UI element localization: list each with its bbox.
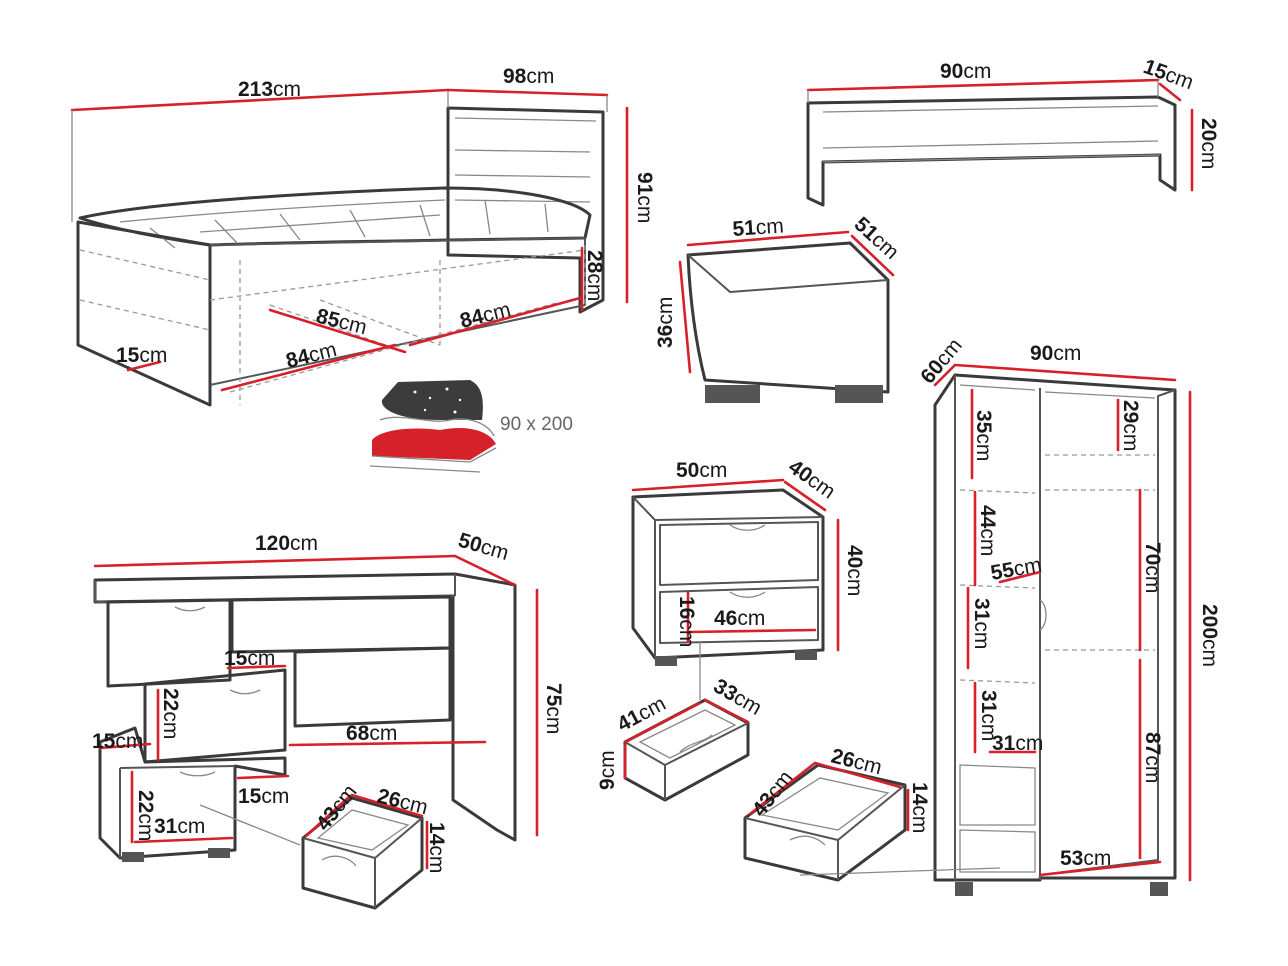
dim-line-wardrobe-inner-width [1038, 860, 1162, 877]
nightstand-drawer-box [623, 698, 750, 802]
label-nightstand-height: 40cm [843, 545, 866, 596]
label-desk-drawer-1: 22cm [159, 688, 182, 739]
dim-line-pouf-depth [850, 234, 895, 277]
label-bed-frame: 15cm [116, 344, 167, 367]
label-pouf-depth: 51cm [850, 213, 904, 264]
label-bed-length: 213cm [238, 78, 301, 101]
dim-line-wardrobe-width [953, 363, 1177, 382]
wall-shelf-drawing [806, 78, 1194, 207]
label-desk-box-height: 14cm [425, 822, 448, 873]
label-nightstand-drawer-height: 16cm [675, 596, 698, 647]
dim-line-wardrobe-inner-depth [998, 570, 1042, 584]
label-bed-drawer-back: 84cm [458, 298, 513, 333]
label-desk-width: 120cm [255, 532, 318, 555]
label-bed-side-height: 28cm [583, 250, 606, 301]
dim-line-bed-headboard-depth [446, 88, 609, 97]
dim-line-bed-drawer-front [220, 343, 397, 392]
label-desk-step-1: 15cm [224, 647, 275, 670]
dim-line-nightstand-width [631, 478, 785, 492]
label-wardrobe-hanging-upper: 70cm [1141, 542, 1164, 593]
label-bed-drawer-front: 84cm [284, 338, 339, 373]
dim-line-desk-drawer-width [133, 836, 234, 844]
label-wardrobe-box-width: 26cm [829, 745, 884, 780]
wardrobe-drawer-box [743, 761, 1001, 882]
dim-line-nightstand-depth [783, 480, 827, 512]
mattress-icon [369, 380, 497, 473]
label-wardrobe-shelf-width: 31cm [992, 732, 1043, 755]
dim-line-desk-width [93, 554, 457, 568]
label-bed-height: 91cm [633, 172, 656, 223]
label-nightstand-width: 50cm [676, 459, 727, 482]
label-desk-knee: 68cm [346, 722, 397, 745]
dim-line-desk-step-2 [98, 742, 152, 750]
dim-line-bed-drawer-back [408, 296, 582, 347]
label-pouf-height: 36cm [654, 297, 677, 348]
dim-line-bed-length [70, 88, 450, 112]
dim-line-shelf-depth [1158, 82, 1182, 102]
wardrobe-drawing [933, 363, 1192, 896]
label-nightstand-drawer-width: 46cm [714, 607, 765, 630]
label-bed-drawer-depth: 85cm [314, 305, 369, 340]
label-wardrobe-inner-width: 53cm [1060, 847, 1111, 870]
dim-line-bed-frame [126, 360, 162, 372]
dim-line-desk-knee [288, 740, 487, 747]
label-wardrobe-width: 90cm [1030, 342, 1081, 365]
label-wardrobe-shelf-3: 31cm [970, 598, 993, 649]
label-pouf-width: 51cm [732, 214, 785, 241]
desk-drawing [93, 554, 539, 862]
label-desk-step-2: 15cm [92, 730, 143, 753]
label-wardrobe-shelf-4: 31cm [977, 690, 1000, 741]
dim-line-wardrobe-depth [933, 363, 957, 387]
dim-line-nightstand-drawer-width [688, 628, 817, 634]
dim-line-desk-step-3 [236, 774, 290, 780]
dim-line-desk-depth [453, 554, 517, 587]
dim-line-pouf-height [678, 260, 692, 374]
dim-line-desk-step-1 [226, 664, 287, 670]
label-shelf-height: 20cm [1197, 118, 1220, 169]
desk-drawer-box [301, 793, 429, 910]
label-desk-drawer-2: 22cm [134, 790, 157, 841]
label-desk-height: 75cm [542, 683, 565, 734]
label-wardrobe-shelf-2: 44cm [976, 505, 999, 556]
label-wardrobe-inner-depth: 55cm [989, 553, 1044, 585]
dim-line-bed-drawer-depth [268, 308, 407, 354]
mattress-size-label: 90 x 200 [500, 414, 573, 435]
label-wardrobe-shelf-1: 35cm [972, 410, 995, 461]
label-shelf-depth: 15cm [1140, 55, 1196, 94]
label-desk-drawer-width: 31cm [154, 815, 205, 838]
bed-drawing [70, 88, 629, 407]
pouf-drawing [678, 230, 895, 403]
label-desk-step-3: 15cm [238, 785, 289, 808]
label-wardrobe-hanging-lower: 87cm [1141, 732, 1164, 783]
label-bed-headboard-depth: 98cm [503, 65, 554, 88]
label-wardrobe-box-height: 14cm [908, 782, 931, 833]
dim-line-pouf-width [686, 230, 850, 247]
label-wardrobe-top-shelf: 29cm [1119, 400, 1142, 451]
label-wardrobe-height: 200cm [1198, 604, 1221, 667]
dim-line-shelf-width [806, 78, 1160, 92]
label-nightstand-box-height: 9cm [596, 750, 619, 790]
label-shelf-width: 90cm [940, 60, 991, 83]
nightstand-drawing [631, 478, 840, 700]
